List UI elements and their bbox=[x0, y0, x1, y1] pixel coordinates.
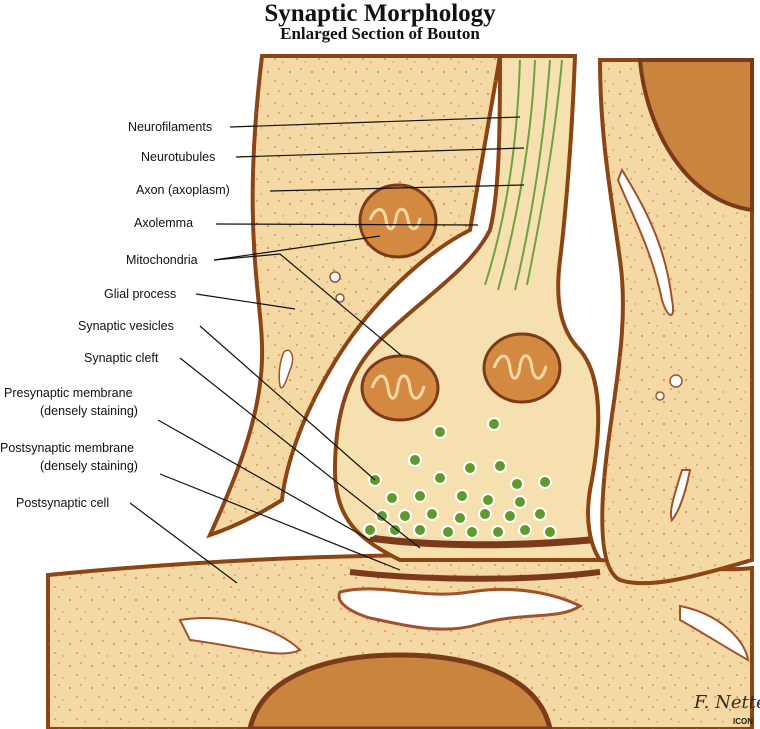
synaptic-vesicle bbox=[493, 459, 507, 473]
synaptic-vesicle bbox=[455, 489, 469, 503]
leader-line bbox=[213, 235, 381, 261]
mitochondrion-left bbox=[360, 354, 440, 422]
postsynaptic-cell-shape bbox=[46, 553, 754, 729]
synaptic-vesicle bbox=[478, 507, 492, 521]
synaptic-vesicle bbox=[518, 523, 532, 537]
label-glial-process: Glial process bbox=[104, 287, 176, 301]
synaptic-vesicle bbox=[481, 493, 495, 507]
diagram-subtitle: Enlarged Section of Bouton bbox=[280, 24, 480, 43]
label-synaptic-vesicles: Synaptic vesicles bbox=[78, 319, 174, 333]
leader-line bbox=[229, 116, 521, 128]
synaptic-vesicle bbox=[388, 523, 402, 537]
leader-line bbox=[235, 147, 525, 158]
synaptic-vesicle bbox=[408, 453, 422, 467]
synaptic-vesicle bbox=[533, 507, 547, 521]
logo-icon: ICON bbox=[733, 717, 753, 726]
label-presynaptic-membrane-line2: (densely staining) bbox=[40, 404, 138, 418]
nucleus-top-right bbox=[637, 58, 754, 213]
label-postsynaptic-cell: Postsynaptic cell bbox=[16, 496, 109, 510]
synaptic-vesicle bbox=[538, 475, 552, 489]
leader-line bbox=[213, 253, 403, 357]
synaptic-vesicle bbox=[413, 523, 427, 537]
synaptic-vesicle bbox=[363, 523, 377, 537]
synaptic-vesicle bbox=[543, 525, 557, 539]
synaptic-vesicle bbox=[398, 509, 412, 523]
label-mitochondria: Mitochondria bbox=[126, 253, 198, 267]
leader-lines bbox=[129, 116, 525, 584]
synaptic-vesicle bbox=[425, 507, 439, 521]
leader-line bbox=[157, 419, 371, 541]
diagram-title: Synaptic Morphology bbox=[264, 0, 496, 27]
leader-line bbox=[179, 357, 421, 549]
label-postsynaptic-membrane-line1: Postsynaptic membrane bbox=[0, 441, 134, 455]
synaptic-vesicle bbox=[503, 509, 517, 523]
label-presynaptic-membrane-line1: Presynaptic membrane bbox=[4, 386, 133, 400]
right-cell-shape bbox=[597, 58, 754, 586]
axon-bouton-shape bbox=[332, 54, 604, 582]
nucleus-bottom bbox=[247, 652, 553, 729]
synaptic-vesicle bbox=[375, 509, 389, 523]
synaptic-vesicle bbox=[441, 525, 455, 539]
synaptic-vesicle bbox=[413, 489, 427, 503]
synaptic-vesicle bbox=[463, 461, 477, 475]
synaptic-vesicle bbox=[433, 471, 447, 485]
er-cisterna bbox=[337, 587, 583, 631]
synaptic-vesicle bbox=[513, 495, 527, 509]
synaptic-vesicle bbox=[487, 417, 501, 431]
leader-line bbox=[215, 223, 479, 226]
label-axolemma: Axolemma bbox=[134, 216, 193, 230]
label-postsynaptic-membrane-line2: (densely staining) bbox=[40, 459, 138, 473]
artist-signature: F. Netter M.D. bbox=[693, 692, 760, 713]
label-neurofilaments: Neurofilaments bbox=[128, 120, 212, 134]
mitochondrion-right bbox=[482, 332, 562, 404]
synaptic-vesicle bbox=[510, 477, 524, 491]
glial-process-shape bbox=[206, 54, 503, 539]
leader-line bbox=[269, 184, 525, 192]
leader-line bbox=[159, 473, 401, 571]
leader-line bbox=[195, 293, 296, 310]
synaptic-vesicle bbox=[385, 491, 399, 505]
synaptic-vesicles-group bbox=[363, 417, 557, 539]
leader-line bbox=[129, 502, 238, 584]
label-synaptic-cleft: Synaptic cleft bbox=[84, 351, 159, 365]
synaptic-vesicle bbox=[453, 511, 467, 525]
label-neurotubules: Neurotubules bbox=[141, 150, 215, 164]
synaptic-vesicle bbox=[433, 425, 447, 439]
leader-line bbox=[199, 325, 376, 481]
synaptic-vesicle bbox=[491, 525, 505, 539]
synaptic-vesicle bbox=[465, 525, 479, 539]
label-axon: Axon (axoplasm) bbox=[136, 183, 230, 197]
